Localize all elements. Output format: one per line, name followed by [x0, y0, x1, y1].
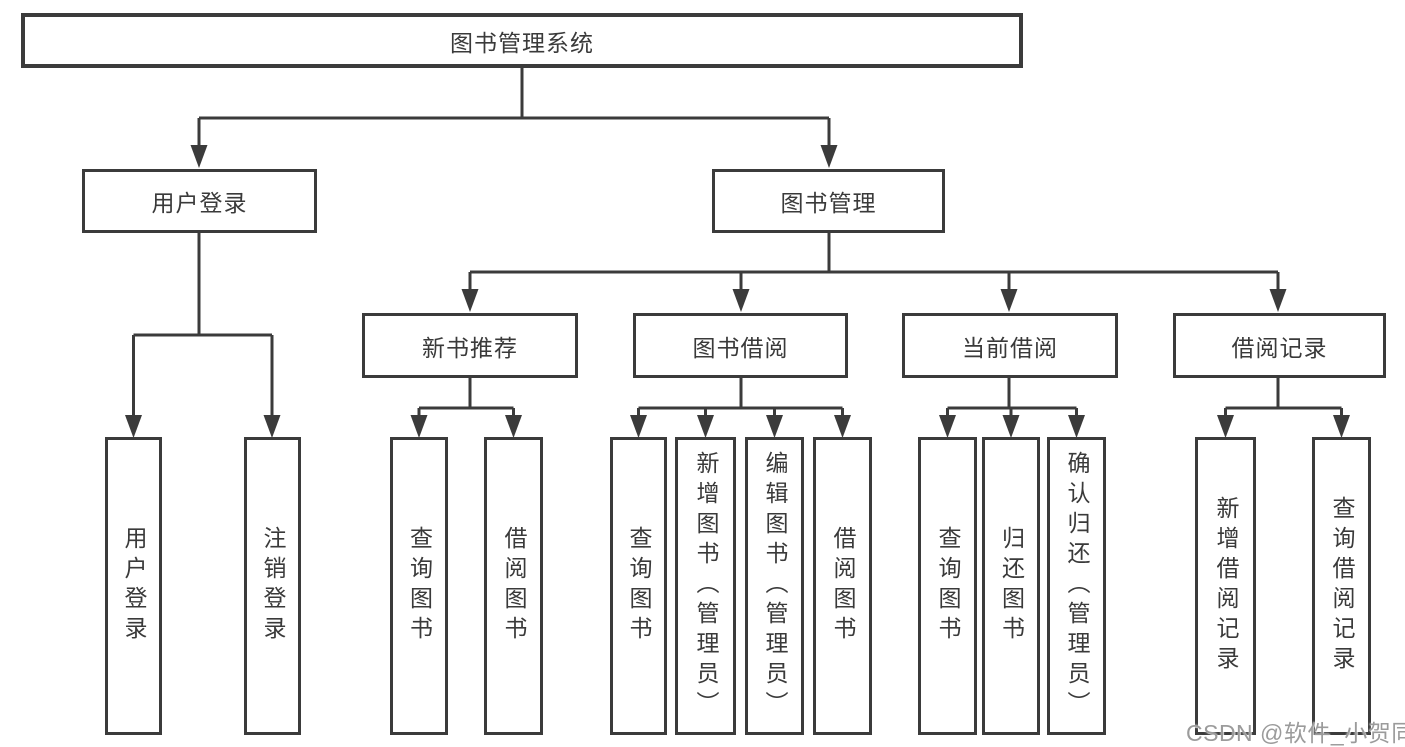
leaf-query-borrow-record: 查询借阅记录 [1312, 437, 1371, 735]
leaf-query-books-borrowing: 查询图书 [610, 437, 667, 735]
node-book-management: 图书管理 [712, 169, 945, 233]
leaf-return-books: 归还图书 [982, 437, 1040, 735]
leaf-add-books-admin: 新增图书（管理员） [675, 437, 736, 735]
node-current-borrowing: 当前借阅 [902, 313, 1118, 378]
leaf-user-login: 用户登录 [105, 437, 162, 735]
leaf-edit-books-admin: 编辑图书（管理员） [745, 437, 804, 735]
leaf-borrow-books: 借阅图书 [813, 437, 872, 735]
node-borrow-records: 借阅记录 [1173, 313, 1386, 378]
node-new-book-recommend: 新书推荐 [362, 313, 578, 378]
node-book-borrowing: 图书借阅 [633, 313, 848, 378]
watermark-text: CSDN @软件_小贺同学 [1186, 720, 1405, 746]
node-user-login: 用户登录 [82, 169, 317, 233]
node-library-management-system: 图书管理系统 [21, 13, 1023, 68]
leaf-confirm-return-admin: 确认归还（管理员） [1047, 437, 1106, 735]
leaf-logout-login: 注销登录 [244, 437, 301, 735]
leaf-query-books-current: 查询图书 [918, 437, 977, 735]
leaf-query-books-recommend: 查询图书 [390, 437, 448, 735]
leaf-add-borrow-record: 新增借阅记录 [1195, 437, 1256, 735]
leaf-borrow-books-recommend: 借阅图书 [484, 437, 543, 735]
